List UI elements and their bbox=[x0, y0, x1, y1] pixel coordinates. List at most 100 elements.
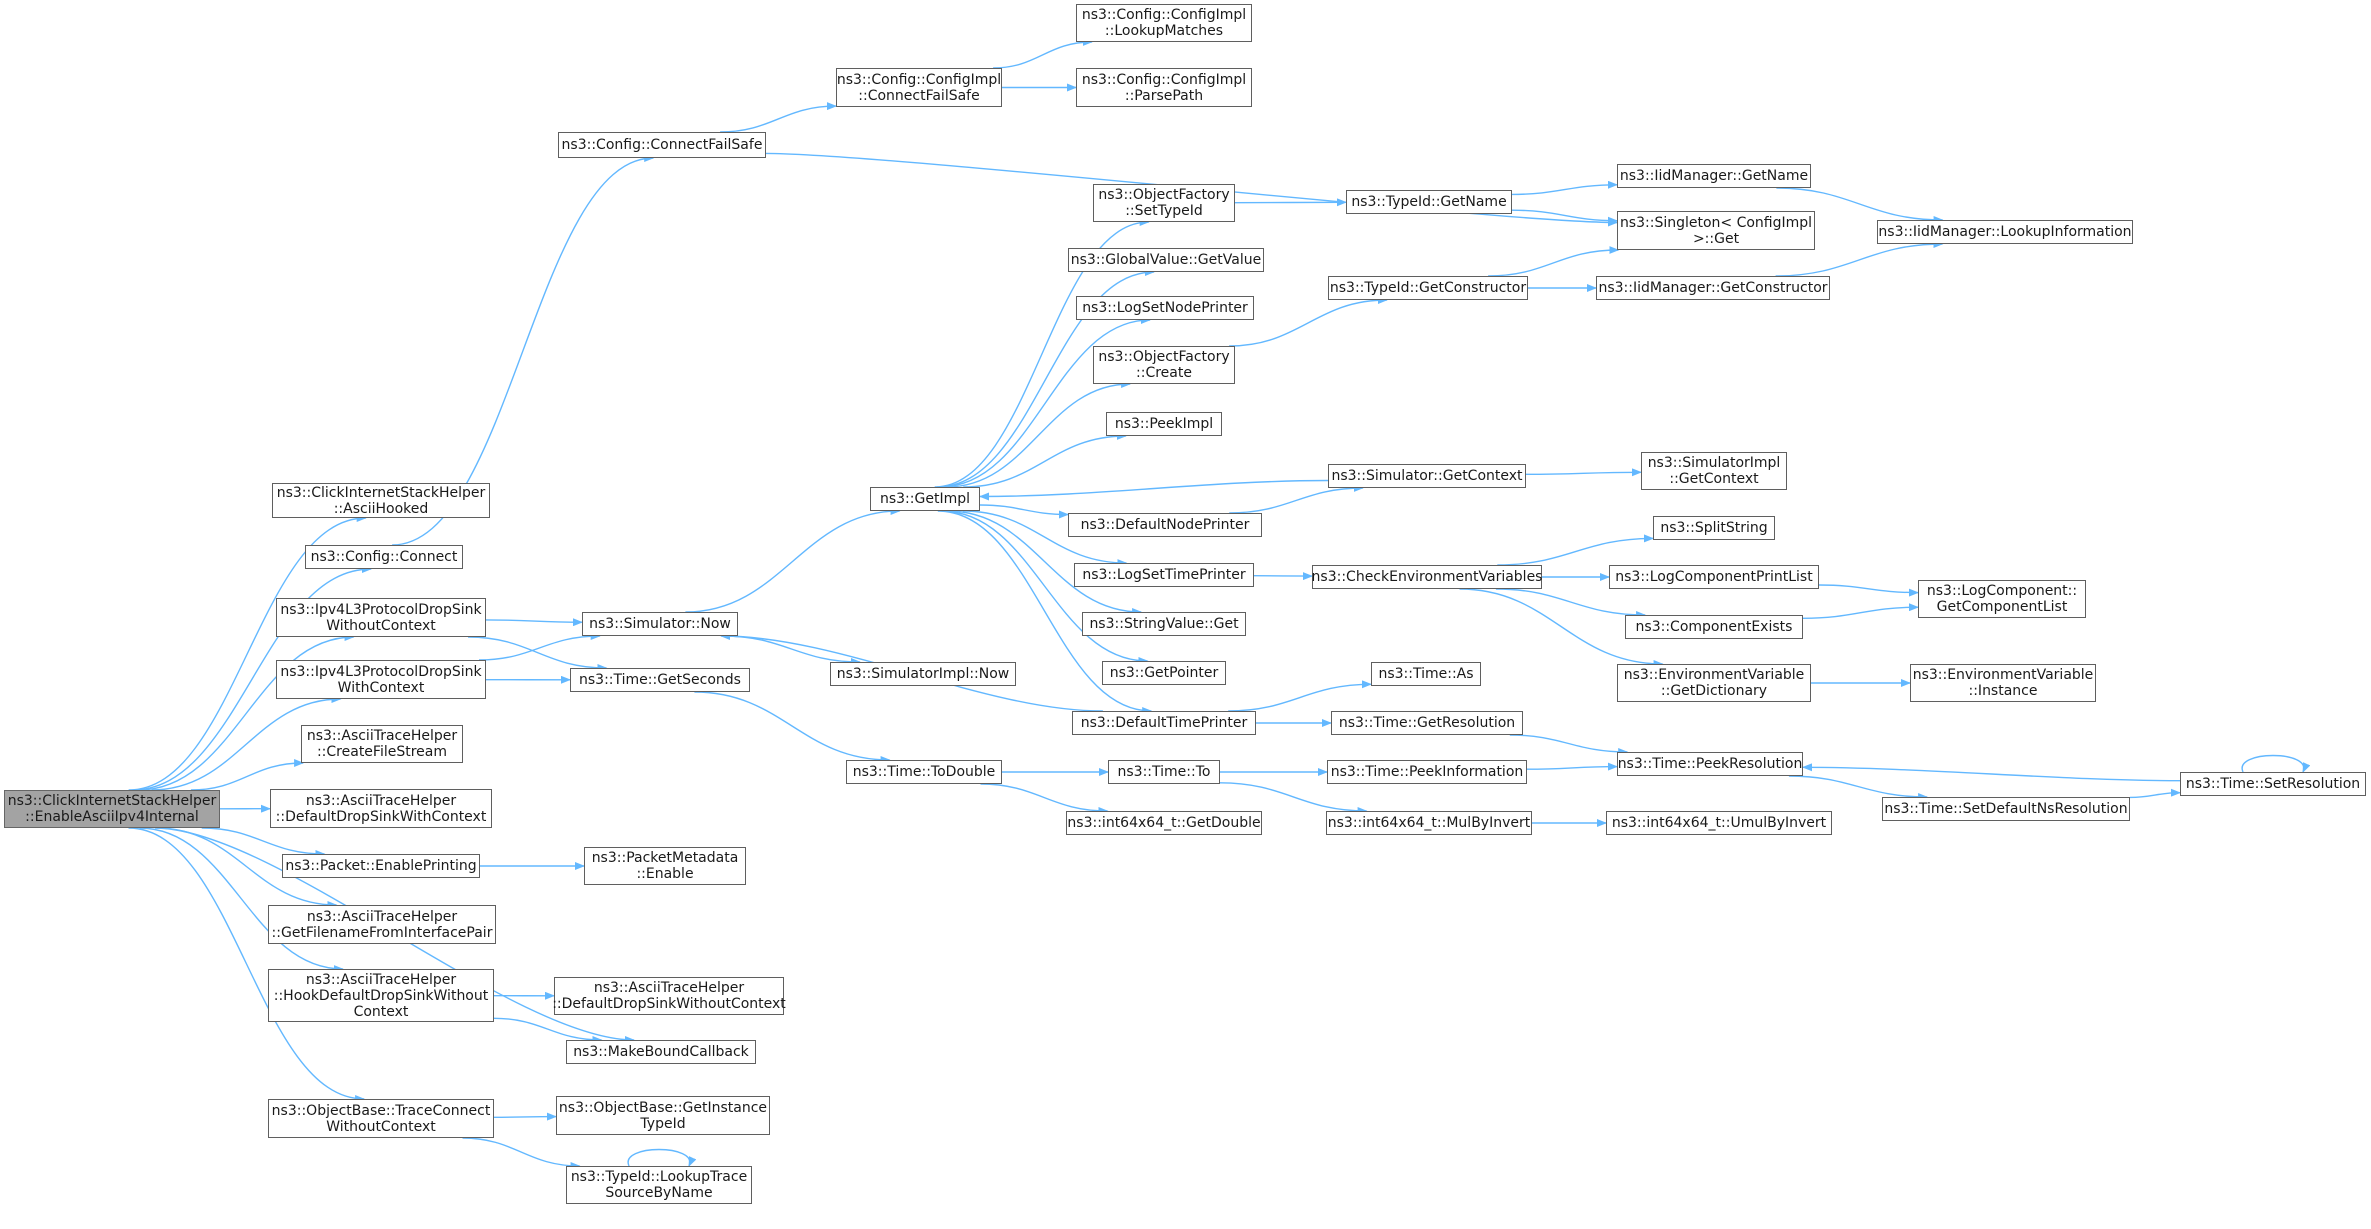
edge-root-to-createFileStream bbox=[190, 759, 305, 791]
node-packet-enable-printing[interactable]: ns3::Packet::EnablePrinting bbox=[282, 854, 480, 878]
node-simulator-now[interactable]: ns3::Simulator::Now bbox=[582, 612, 738, 636]
edge-getImpl-to-globalGetValue bbox=[937, 268, 1155, 488]
node-singleton-config-impl-get[interactable]: ns3::Singleton< ConfigImpl >::Get bbox=[1617, 211, 1815, 250]
node-log-set-node-printer[interactable]: ns3::LogSetNodePrinter bbox=[1076, 296, 1254, 320]
node-config-impl-connect-fail-safe[interactable]: ns3::Config::ConfigImpl::ConnectFailSafe bbox=[836, 68, 1002, 107]
edge-getImpl-to-setTypeId bbox=[934, 218, 1150, 488]
node-object-factory-create[interactable]: ns3::ObjectFactory::Create bbox=[1093, 346, 1235, 384]
node-environment-variable-instance[interactable]: ns3::EnvironmentVariable::Instance bbox=[1910, 664, 2096, 702]
node-get-pointer[interactable]: ns3::GetPointer bbox=[1102, 661, 1226, 685]
node-object-factory-set-type-id[interactable]: ns3::ObjectFactory::SetTypeId bbox=[1093, 184, 1235, 222]
node-default-node-printer[interactable]: ns3::DefaultNodePrinter bbox=[1068, 513, 1262, 537]
edge-setResolution-to-peekResolution bbox=[1802, 763, 2181, 782]
edge-timeTo-to-mulByInvert bbox=[1219, 782, 1368, 815]
node-root-enable-ascii-ipv4-internal: ns3::ClickInternetStackHelper::EnableAsc… bbox=[4, 790, 220, 828]
node-log-component-print-list[interactable]: ns3::LogComponentPrintList bbox=[1609, 565, 1819, 589]
node-simulator-impl-get-context[interactable]: ns3::SimulatorImpl::GetContext bbox=[1641, 452, 1787, 490]
node-simulator-impl-now[interactable]: ns3::SimulatorImpl::Now bbox=[830, 662, 1016, 686]
edge-getResolution-to-peekResolution bbox=[1509, 734, 1629, 756]
node-make-bound-callback[interactable]: ns3::MakeBoundCallback bbox=[566, 1040, 756, 1064]
node-split-string[interactable]: ns3::SplitString bbox=[1653, 516, 1775, 540]
edge-lookupTrace-to-lookupTrace bbox=[627, 1148, 697, 1167]
edge-getImpl-to-stringValueGet bbox=[947, 510, 1143, 616]
node-iid-manager-get-name[interactable]: ns3::IidManager::GetName bbox=[1617, 164, 1811, 188]
node-simulator-get-context[interactable]: ns3::Simulator::GetContext bbox=[1328, 464, 1526, 488]
node-ascii-hooked[interactable]: ns3::ClickInternetStackHelper::AsciiHook… bbox=[272, 483, 490, 518]
edge-peekInformation-to-peekResolution bbox=[1526, 762, 1618, 771]
node-type-id-get-constructor[interactable]: ns3::TypeId::GetConstructor bbox=[1328, 276, 1528, 300]
node-int64x64-umul-by-invert[interactable]: ns3::int64x64_t::UmulByInvert bbox=[1606, 811, 1832, 835]
edge-implConnectFailSafe-to-lookupMatches bbox=[993, 38, 1093, 69]
node-default-drop-sink-without-context[interactable]: ns3::AsciiTraceHelper::DefaultDropSinkWi… bbox=[552, 977, 786, 1015]
node-time-set-resolution[interactable]: ns3::Time::SetResolution bbox=[2180, 772, 2366, 796]
node-peek-impl[interactable]: ns3::PeekImpl bbox=[1106, 412, 1222, 436]
node-time-to-double[interactable]: ns3::Time::ToDouble bbox=[846, 760, 1002, 784]
node-hook-default-drop-sink-without-context[interactable]: ns3::AsciiTraceHelper::HookDefaultDropSi… bbox=[268, 969, 494, 1022]
node-time-get-resolution[interactable]: ns3::Time::GetResolution bbox=[1331, 711, 1523, 735]
edge-setResolution-to-setResolution bbox=[2241, 754, 2311, 773]
node-create-file-stream[interactable]: ns3::AsciiTraceHelper::CreateFileStream bbox=[301, 725, 463, 763]
node-get-filename-from-interface-pair[interactable]: ns3::AsciiTraceHelper::GetFilenameFromIn… bbox=[268, 905, 496, 944]
node-time-to[interactable]: ns3::Time::To bbox=[1108, 760, 1220, 784]
node-packet-metadata-enable[interactable]: ns3::PacketMetadata::Enable bbox=[584, 847, 746, 885]
edge-root-to-hookDefault bbox=[139, 827, 344, 973]
edge-checkEnv-to-splitString bbox=[1497, 534, 1654, 566]
node-config-impl-lookup-matches[interactable]: ns3::Config::ConfigImpl::LookupMatches bbox=[1076, 4, 1252, 42]
edge-getSeconds-to-toDouble bbox=[694, 691, 891, 764]
edge-root-to-ipv4DropWith bbox=[151, 695, 342, 791]
edge-configConnect-to-connectFailSafe bbox=[392, 154, 655, 546]
node-int64x64-mul-by-invert[interactable]: ns3::int64x64_t::MulByInvert bbox=[1326, 811, 1532, 835]
node-default-drop-sink-with-context[interactable]: ns3::AsciiTraceHelper::DefaultDropSinkWi… bbox=[270, 789, 492, 828]
edge-logComponentPrintList-to-getComponentList bbox=[1818, 584, 1919, 597]
edge-getImpl-to-logSetTimePrinter bbox=[962, 510, 1128, 567]
edge-root-to-asciiHooked bbox=[128, 514, 367, 791]
edge-ipv4DropWith-to-simNow bbox=[478, 632, 601, 661]
node-time-peek-resolution[interactable]: ns3::Time::PeekResolution bbox=[1617, 752, 1803, 776]
edge-iidGetName-to-lookupInformation bbox=[1776, 187, 1944, 224]
edge-getImpl-to-ofCreate bbox=[946, 380, 1132, 488]
edge-getImpl-to-logSetNodePrinter bbox=[940, 316, 1151, 488]
node-log-component-get-component-list[interactable]: ns3::LogComponent::GetComponentList bbox=[1918, 580, 2086, 618]
node-default-time-printer[interactable]: ns3::DefaultTimePrinter bbox=[1072, 711, 1256, 735]
edge-simGetContext-to-getImpl bbox=[979, 479, 1329, 501]
edge-root-to-enablePrinting bbox=[201, 827, 326, 858]
node-time-as[interactable]: ns3::Time::As bbox=[1371, 662, 1481, 686]
node-global-value-get-value[interactable]: ns3::GlobalValue::GetValue bbox=[1068, 248, 1264, 272]
edge-root-to-ipv4DropWithout bbox=[138, 633, 355, 791]
edge-defaultNodePrinter-to-simGetContext bbox=[1229, 484, 1364, 514]
edge-typeIdGetConstructor-to-singletonGet bbox=[1488, 246, 1620, 277]
edge-hookDefault-to-makeBound bbox=[493, 1017, 603, 1044]
node-iid-manager-lookup-information[interactable]: ns3::IidManager::LookupInformation bbox=[1877, 220, 2133, 244]
edge-traceConnect-to-lookupTrace bbox=[462, 1137, 581, 1170]
node-string-value-get[interactable]: ns3::StringValue::Get bbox=[1082, 612, 1246, 636]
node-time-set-default-ns-resolution[interactable]: ns3::Time::SetDefaultNsResolution bbox=[1882, 797, 2130, 821]
node-time-get-seconds[interactable]: ns3::Time::GetSeconds bbox=[570, 668, 750, 692]
node-log-set-time-printer[interactable]: ns3::LogSetTimePrinter bbox=[1074, 563, 1254, 587]
edge-checkEnv-to-componentExists bbox=[1495, 588, 1647, 619]
node-config-impl-parse-path[interactable]: ns3::Config::ConfigImpl::ParsePath bbox=[1076, 68, 1252, 107]
node-config-connect-fail-safe[interactable]: ns3::Config::ConnectFailSafe bbox=[558, 132, 766, 158]
node-type-id-get-name[interactable]: ns3::TypeId::GetName bbox=[1346, 190, 1512, 214]
node-iid-manager-get-constructor[interactable]: ns3::IidManager::GetConstructor bbox=[1596, 276, 1830, 300]
edge-componentExists-to-getComponentList bbox=[1802, 603, 1919, 619]
edge-ipv4DropWithout-to-simNow bbox=[485, 618, 583, 627]
node-check-environment-variables[interactable]: ns3::CheckEnvironmentVariables bbox=[1312, 565, 1542, 589]
node-int64x64-get-double[interactable]: ns3::int64x64_t::GetDouble bbox=[1066, 811, 1262, 835]
node-get-impl[interactable]: ns3::GetImpl bbox=[870, 487, 980, 511]
edge-simGetContext-to-simImplGetContext bbox=[1525, 468, 1642, 477]
edge-iidGetConstructor-to-lookupInformation bbox=[1775, 240, 1944, 277]
node-component-exists[interactable]: ns3::ComponentExists bbox=[1625, 615, 1803, 639]
edge-getImpl-to-getPointer bbox=[941, 510, 1149, 665]
node-environment-variable-get-dictionary[interactable]: ns3::EnvironmentVariable::GetDictionary bbox=[1617, 664, 1811, 702]
edge-toDouble-to-getDouble bbox=[980, 783, 1109, 815]
node-config-connect[interactable]: ns3::Config::Connect bbox=[305, 545, 463, 569]
node-time-peek-information[interactable]: ns3::Time::PeekInformation bbox=[1327, 760, 1527, 784]
edge-ofCreate-to-typeIdGetConstructor bbox=[1229, 296, 1388, 347]
edge-setDefaultNsResolution-to-setResolution bbox=[2129, 788, 2181, 799]
